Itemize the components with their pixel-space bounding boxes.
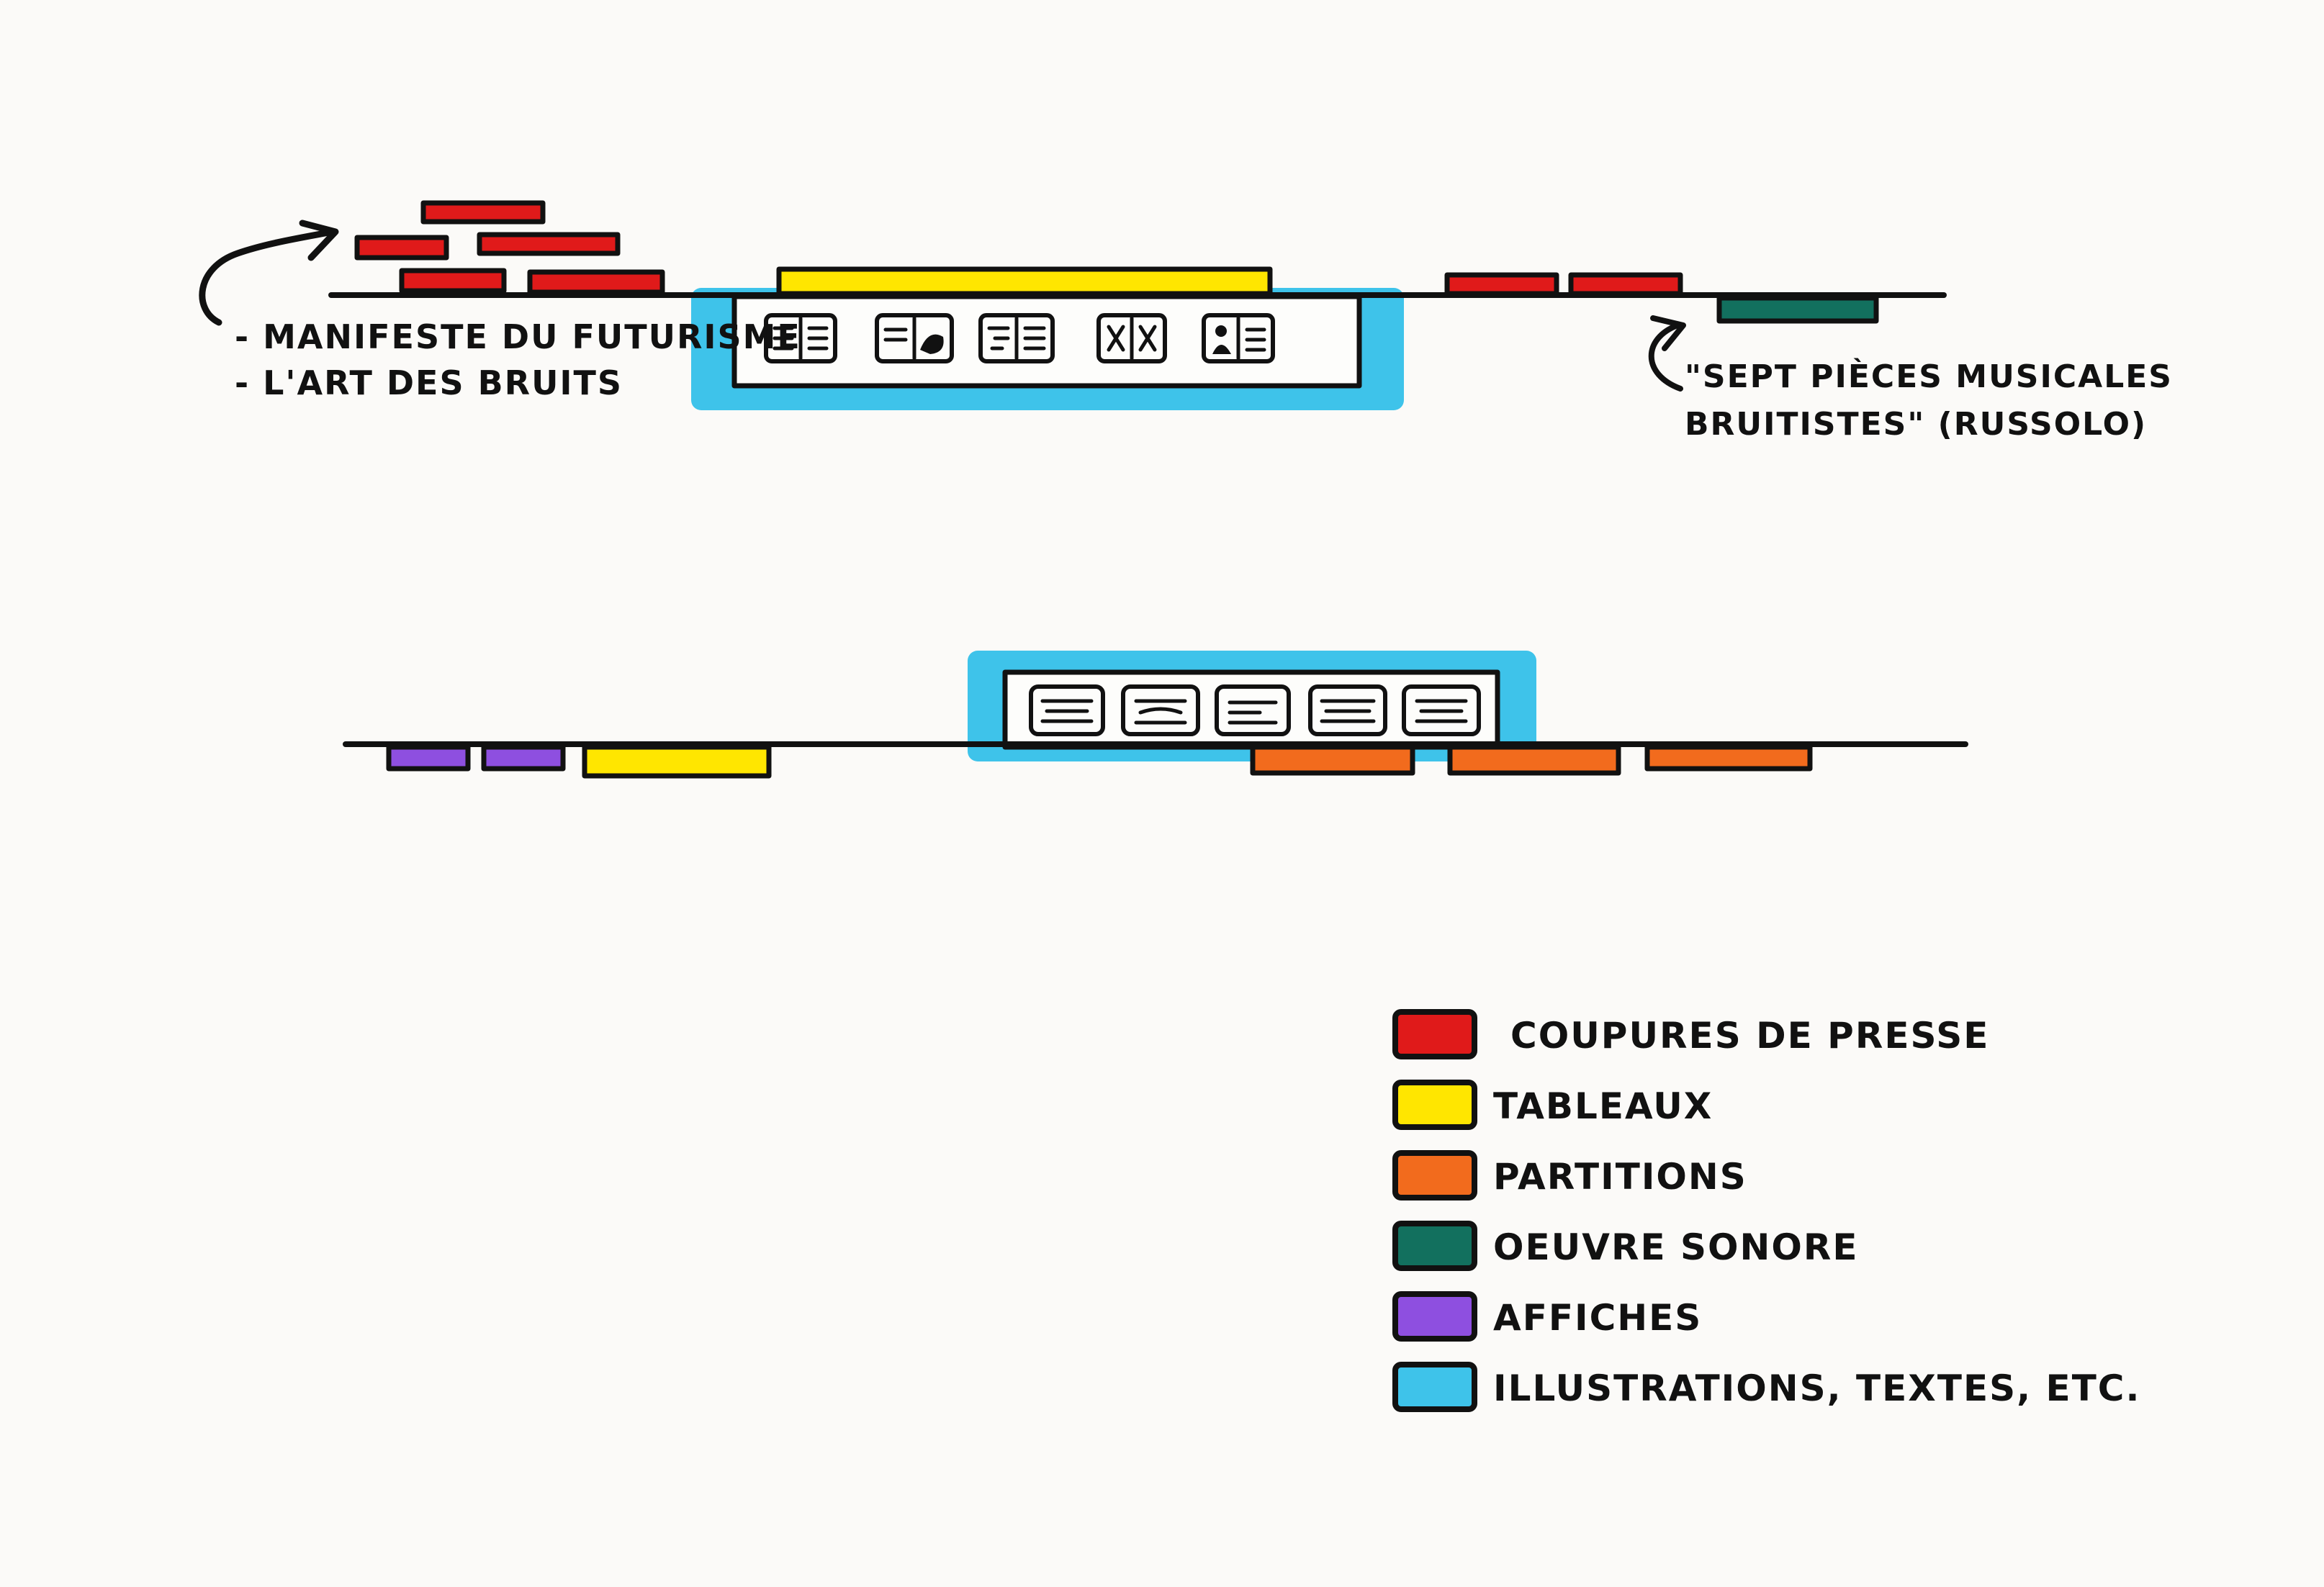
bottom-tableau-block: [582, 744, 772, 779]
legend-swatch: [1392, 1291, 1477, 1342]
figure-book-icon: [1096, 313, 1167, 363]
figure-book-icon: [1202, 313, 1275, 363]
top-oeuvre-sonore-block: [1716, 295, 1879, 324]
legend-item: TABLEAUX: [1392, 1080, 1713, 1130]
legend-label: PARTITIONS: [1493, 1156, 1747, 1198]
legend-item: PARTITIONS: [1392, 1150, 1747, 1201]
legend-swatch: [1392, 1362, 1477, 1412]
legend-swatch: [1392, 1009, 1477, 1059]
arrow-right-head-icon: [1650, 315, 1686, 351]
legend-swatch: [1392, 1150, 1477, 1201]
top-coupures-block-6: [1444, 272, 1559, 297]
legend-swatch: [1392, 1080, 1477, 1130]
legend-label: ILLUSTRATIONS, TEXTES, ETC.: [1493, 1367, 2140, 1409]
annotation-sept-pieces: "SEPT PIÈCES MUSICALES: [1685, 357, 2173, 395]
top-arrangement: - MANIFESTE DU FUTURISME - L'ART DES BRU…: [199, 200, 2173, 443]
annotation-manifeste: - MANIFESTE DU FUTURISME: [235, 317, 801, 356]
arrow-left-icon: [199, 228, 336, 326]
arrow-right-icon: [1648, 322, 1683, 392]
bottom-affiche-block-1: [386, 744, 471, 772]
top-display-case: [731, 294, 1362, 389]
top-coupures-block-1: [420, 200, 546, 225]
open-book-icon: [764, 313, 837, 363]
top-coupures-block-5: [527, 269, 665, 295]
legend-label: TABLEAUX: [1493, 1085, 1713, 1127]
document-icon: [1215, 684, 1291, 736]
picture-book-icon: [875, 313, 954, 363]
document-icon: [1308, 684, 1387, 736]
document-icon: [1121, 684, 1200, 736]
legend-item: COUPURES DE PRESSE: [1392, 1009, 1989, 1059]
top-panel-icons: [764, 313, 1275, 363]
legend-label: AFFICHES: [1493, 1297, 1702, 1339]
document-icon: [1029, 684, 1105, 736]
annotation-art-des-bruits: - L'ART DES BRUITS: [235, 363, 623, 402]
top-coupures-block-4: [399, 268, 507, 294]
legend-label: COUPURES DE PRESSE: [1510, 1015, 1989, 1057]
legend-item: AFFICHES: [1392, 1291, 1702, 1342]
top-coupures-block-7: [1568, 272, 1683, 297]
legend-item: OEUVRE SONORE: [1392, 1221, 1859, 1271]
legend-item: ILLUSTRATIONS, TEXTES, ETC.: [1392, 1362, 2140, 1412]
top-coupures-block-2: [354, 235, 449, 261]
bottom-panel-icons: [1029, 684, 1481, 736]
arrow-left-head-icon: [299, 220, 339, 261]
bottom-partition-block-3: [1644, 744, 1813, 772]
legend-label: OEUVRE SONORE: [1493, 1226, 1859, 1268]
legend-swatch: [1392, 1221, 1477, 1271]
open-book-icon: [978, 313, 1055, 363]
top-coupures-block-3: [477, 232, 621, 256]
bottom-partition-block-1: [1250, 744, 1415, 776]
top-tableau-block: [776, 266, 1273, 297]
document-icon: [1402, 684, 1481, 736]
annotation-bruitistes: BRUITISTES" (RUSSOLO): [1685, 406, 2147, 443]
bottom-affiche-block-2: [481, 744, 566, 772]
legend: COUPURES DE PRESSE TABLEAUX PARTITIONS OEUV…: [1392, 1009, 2140, 1412]
bottom-partition-block-2: [1447, 744, 1621, 776]
bottom-arrangement: [343, 651, 1968, 779]
